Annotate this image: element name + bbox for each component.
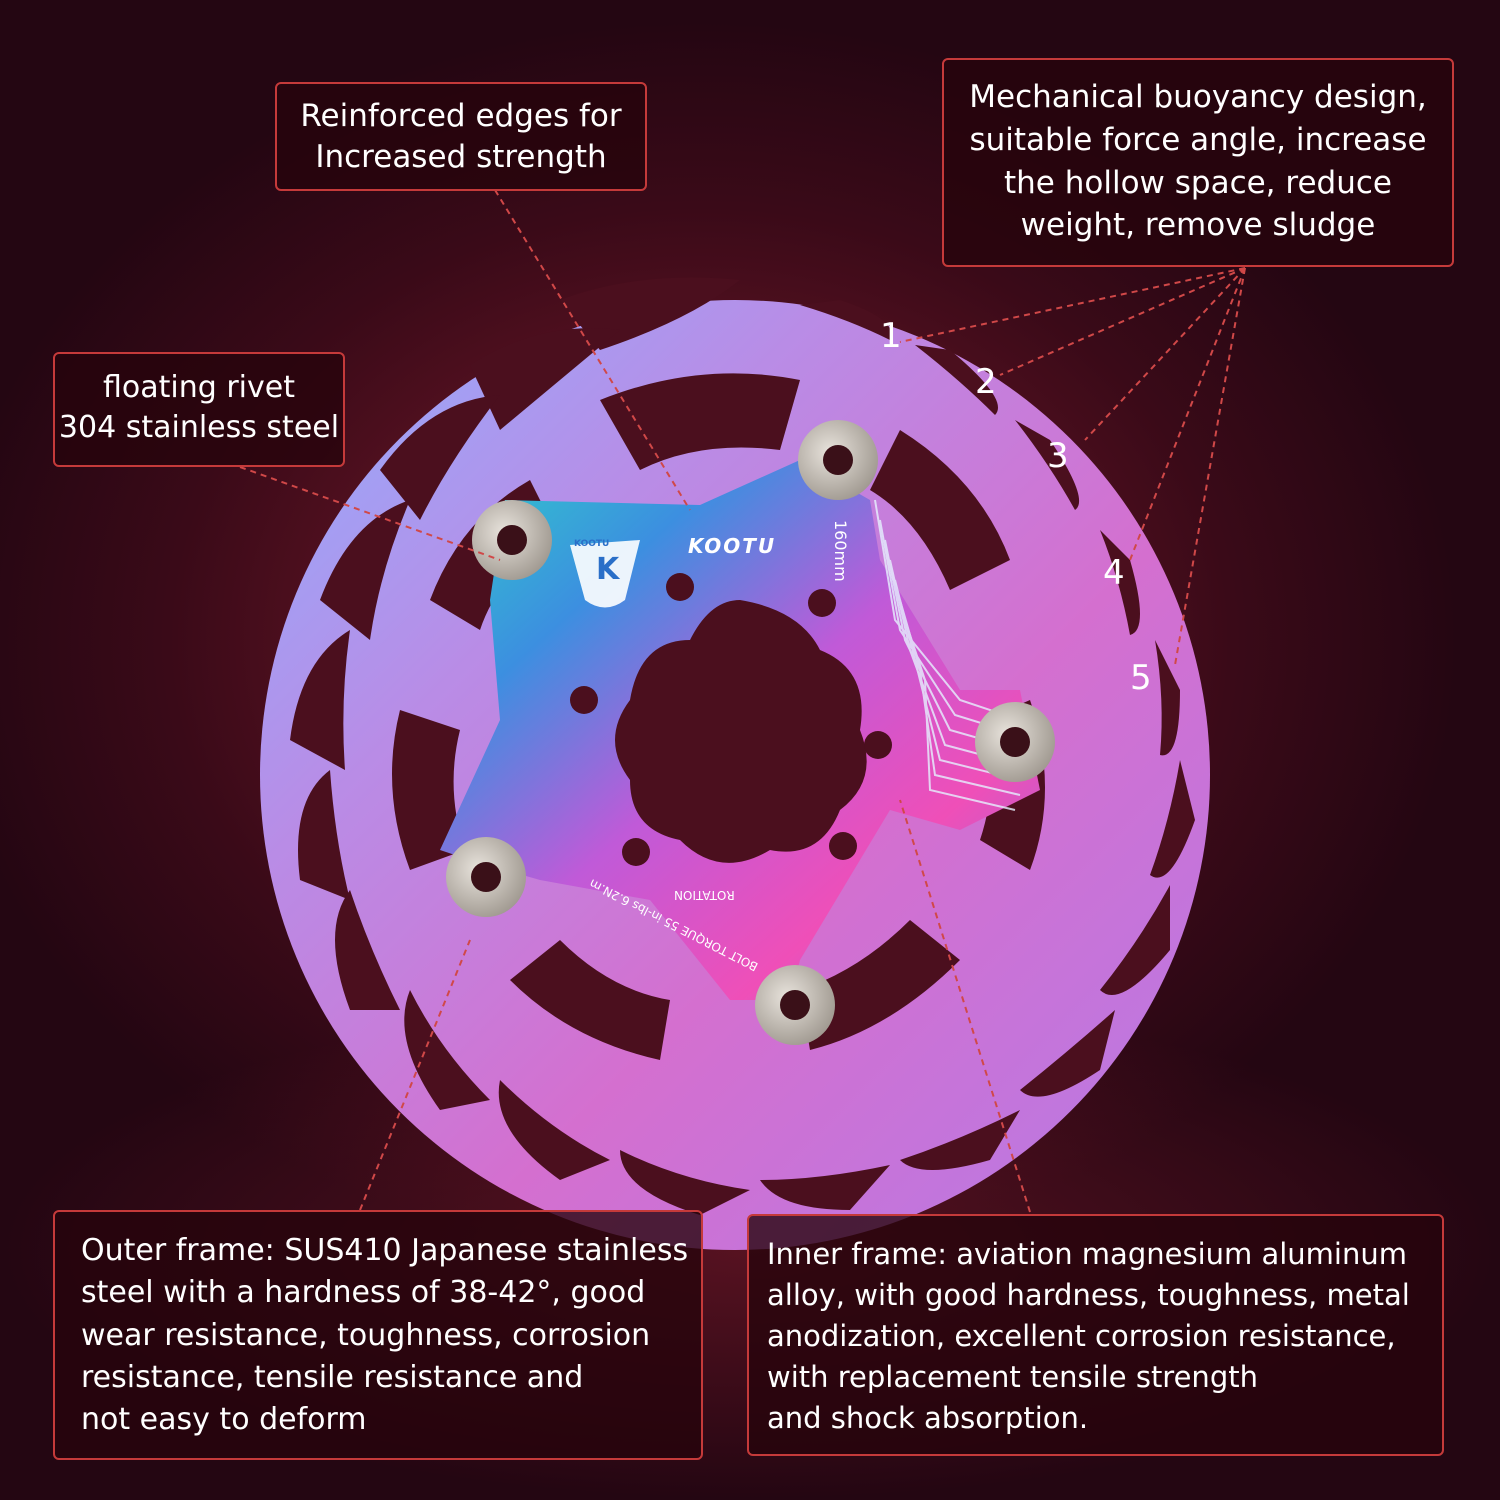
rotation-label: ROTATION	[674, 888, 735, 902]
marker-5: 5	[1130, 658, 1152, 698]
rotor-brand-text: KOOTU	[688, 534, 777, 558]
rivet	[798, 420, 878, 500]
marker-2: 2	[975, 362, 997, 402]
callout-mechanical-buoyancy: Mechanical buoyancy design, suitable for…	[942, 58, 1454, 267]
floating-rivets	[446, 420, 1055, 1045]
center-bore	[615, 600, 867, 863]
rotor-size-mark: 160mm	[831, 520, 850, 582]
logo-text: KOOTU	[574, 539, 610, 549]
marker-3: 3	[1047, 436, 1069, 476]
rivet	[446, 837, 526, 917]
marker-4: 4	[1103, 553, 1125, 593]
kootu-logo-icon	[570, 540, 640, 608]
rivet	[755, 965, 835, 1045]
marker-1: 1	[880, 316, 902, 356]
callout-floating-rivet: floating rivet 304 stainless steel	[53, 352, 345, 467]
callout-reinforced-edges: Reinforced edges for Increased strength	[275, 82, 647, 191]
logo-letter: K	[596, 552, 620, 587]
leader-lines	[239, 189, 1246, 1213]
callout-outer-frame: Outer frame: SUS410 Japanese stainless s…	[53, 1210, 703, 1460]
callout-inner-frame: Inner frame: aviation magnesium aluminum…	[747, 1214, 1444, 1456]
rivet	[975, 702, 1055, 782]
mount-holes	[570, 573, 892, 866]
rivet	[472, 500, 552, 580]
